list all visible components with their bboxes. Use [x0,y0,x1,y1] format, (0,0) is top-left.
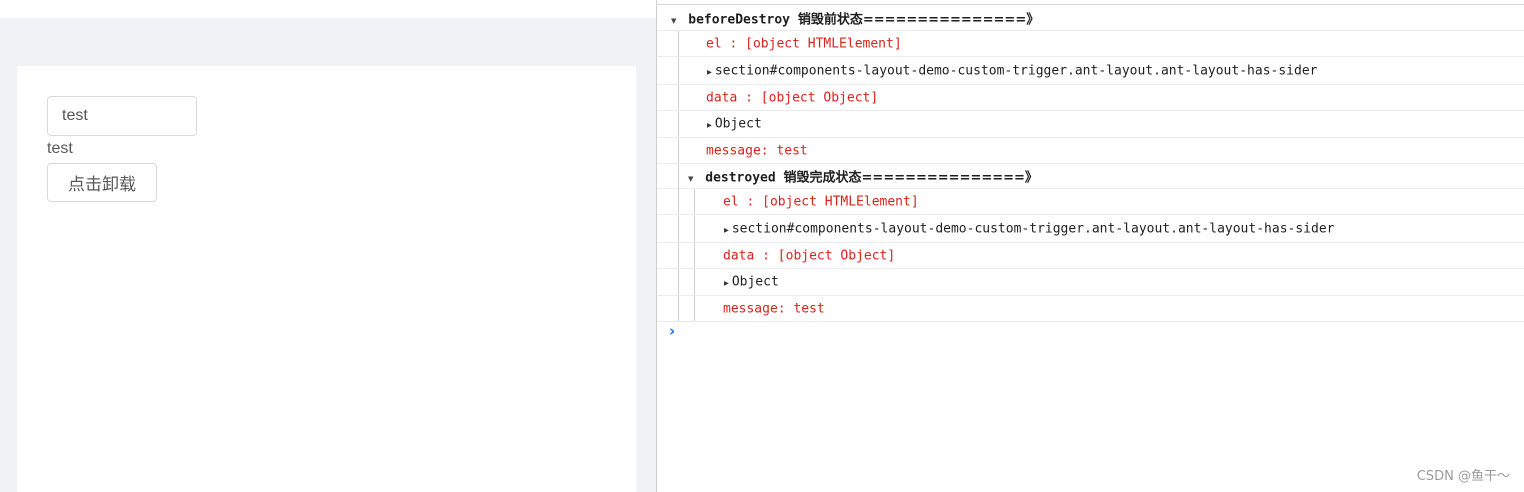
console-log-row: data : [object Object] [657,85,1524,111]
log-el-expand[interactable]: section#components-layout-demo-custom-tr… [714,63,1318,78]
console-group-header[interactable]: ▼ beforeDestroy 销毁前状态===============》 [657,6,1524,31]
log-el-expand[interactable]: section#components-layout-demo-custom-tr… [731,221,1335,236]
message-input[interactable] [47,96,197,136]
console-log-row: data : [object Object] [657,243,1524,269]
log-data-label: data : [object Object] [723,248,896,263]
log-data-label: data : [object Object] [706,90,879,105]
console-log-row[interactable]: ▶section#components-layout-demo-custom-t… [657,57,1524,85]
console-log-row[interactable]: ▶Object [657,111,1524,138]
layout-background: test 点击卸载 [0,18,656,492]
expand-triangle-icon[interactable]: ▶ [724,225,729,234]
unmount-button[interactable]: 点击卸载 [47,163,157,202]
log-data-expand[interactable]: Object [714,116,762,132]
group-indent-guide [678,164,679,322]
console-log-row: message: test [657,296,1524,322]
group-indent-guide [678,31,679,163]
group-title-suffix: 销毁前状态===============》 [797,12,1040,28]
log-el-label: el : [object HTMLElement] [706,36,902,51]
console-log-row: el : [object HTMLElement] [657,189,1524,215]
content-card: test 点击卸载 [17,66,636,492]
console-top-border [657,0,1524,5]
collapse-triangle-icon[interactable]: ▼ [671,16,677,27]
log-message-label: message: test [706,143,808,158]
app-preview-pane: test 点击卸载 [0,0,656,492]
expand-triangle-icon[interactable]: ▶ [707,120,712,130]
log-message-label: message: test [723,301,825,316]
message-display: test [47,140,73,157]
console-log-row[interactable]: ▶section#components-layout-demo-custom-t… [657,215,1524,243]
console-log-row: message: test [657,138,1524,164]
log-data-expand[interactable]: Object [731,274,779,290]
group-title: beforeDestroy [688,12,790,28]
devtools-console: ▼ beforeDestroy 销毁前状态===============》 el… [656,0,1524,492]
group-title: destroyed [705,170,776,186]
group-title-suffix: 销毁完成状态===============》 [783,170,1038,186]
console-log-row[interactable]: ▶Object [657,269,1524,296]
chevron-right-icon[interactable]: › [669,322,676,340]
log-el-label: el : [object HTMLElement] [723,194,919,209]
console-group-header[interactable]: ▼ destroyed 销毁完成状态===============》 [657,164,1524,189]
expand-triangle-icon[interactable]: ▶ [707,67,712,76]
collapse-triangle-icon[interactable]: ▼ [688,174,694,185]
console-log-row: el : [object HTMLElement] [657,31,1524,57]
watermark: CSDN @鱼干～ [1416,469,1510,484]
group-indent-guide [694,189,695,321]
expand-triangle-icon[interactable]: ▶ [724,278,729,288]
